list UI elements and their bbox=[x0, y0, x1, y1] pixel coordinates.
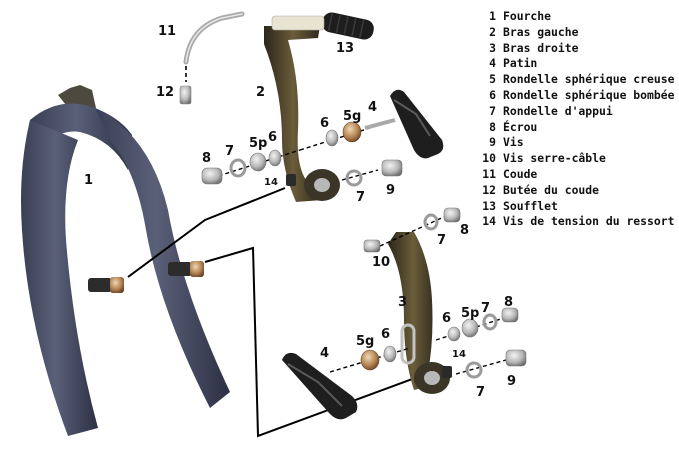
brake-pad-bottom bbox=[282, 352, 358, 420]
callout-washer6-top-right: 6 bbox=[320, 116, 330, 131]
leader-line-left-post bbox=[127, 187, 286, 278]
leader-line-right-post bbox=[204, 246, 416, 438]
washer-6-bottom-right bbox=[447, 326, 461, 342]
fork bbox=[21, 85, 230, 436]
screw-9-bottom bbox=[505, 349, 527, 367]
rubber-boot bbox=[322, 12, 374, 40]
callout-nut8-mid: 8 bbox=[460, 223, 470, 238]
callout-stop12: 12 bbox=[156, 85, 175, 100]
callout-pad-bottom: 4 bbox=[320, 346, 330, 361]
callout-pad-top: 4 bbox=[368, 100, 378, 115]
callout-washer7-bottom: 7 bbox=[476, 385, 486, 400]
cable-stop bbox=[179, 85, 192, 105]
washer-5g-bottom bbox=[360, 349, 380, 371]
callout-screw14-top: 14 bbox=[264, 177, 278, 188]
callout-screw10: 10 bbox=[372, 255, 391, 270]
callout-boot13: 13 bbox=[336, 41, 355, 56]
callout-washer6-bottom-right: 6 bbox=[442, 311, 452, 326]
brake-pad-top bbox=[364, 89, 444, 159]
callout-screw14-bottom: 14 bbox=[452, 349, 466, 360]
washer-5p-top bbox=[249, 152, 267, 172]
brake-post-left bbox=[88, 277, 124, 293]
washer-7-bottom-right bbox=[482, 313, 498, 331]
screw-10 bbox=[363, 239, 381, 253]
screw-9-top bbox=[381, 159, 403, 177]
callout-washer5p-top: 5p bbox=[249, 136, 268, 151]
axis-left-row bbox=[211, 149, 301, 179]
callout-washer7-bottom-right: 7 bbox=[481, 301, 491, 316]
callout-nut8-top: 8 bbox=[202, 151, 212, 166]
washer-7-bottom bbox=[465, 361, 483, 379]
fork-leg-right bbox=[95, 108, 230, 408]
washer-7-top-right bbox=[345, 169, 363, 187]
callout-washer7-mid: 7 bbox=[437, 233, 447, 248]
washer-6-top-left bbox=[268, 149, 282, 167]
callout-elbow11: 11 bbox=[158, 24, 177, 39]
callout-screw9-bottom: 9 bbox=[507, 374, 517, 389]
nut-8-mid bbox=[443, 207, 461, 223]
callout-washer5p-bottom: 5p bbox=[461, 306, 480, 321]
right-arm bbox=[388, 232, 450, 394]
nut-8-top bbox=[201, 167, 223, 185]
callout-arm-right: 3 bbox=[398, 295, 408, 310]
callout-nut8-bottom: 8 bbox=[504, 295, 514, 310]
callout-washer7-top-right: 7 bbox=[356, 190, 366, 205]
nut-8-bottom bbox=[501, 307, 519, 323]
left-arm bbox=[264, 15, 340, 202]
axis-bottom-screw9 bbox=[455, 359, 507, 375]
washer-7-top bbox=[229, 158, 247, 178]
washer-7-mid bbox=[423, 213, 439, 231]
callout-washer6-top-left: 6 bbox=[268, 130, 278, 145]
washer-6-bottom-left bbox=[383, 345, 397, 363]
callout-washer6-bottom-left: 6 bbox=[381, 327, 391, 342]
fork-leg-left bbox=[21, 120, 98, 436]
axis-top-screw9 bbox=[341, 169, 379, 181]
callout-washer5g-top: 5g bbox=[343, 109, 362, 124]
screw-14-top bbox=[286, 174, 296, 186]
callout-fork: 1 bbox=[84, 173, 94, 188]
cable-elbow bbox=[183, 11, 245, 65]
washer-6-top-right bbox=[325, 129, 339, 147]
washer-5p-bottom bbox=[461, 318, 479, 338]
screw-14-bottom bbox=[442, 366, 452, 378]
washer-5g-top bbox=[342, 121, 362, 143]
brake-post-right bbox=[168, 261, 204, 277]
callout-washer5g-bottom: 5g bbox=[356, 334, 375, 349]
callout-washer7-top-left: 7 bbox=[225, 144, 235, 159]
axis-mid bbox=[379, 215, 447, 247]
callout-screw9-top: 9 bbox=[386, 183, 396, 198]
callout-arm-left: 2 bbox=[256, 85, 266, 100]
